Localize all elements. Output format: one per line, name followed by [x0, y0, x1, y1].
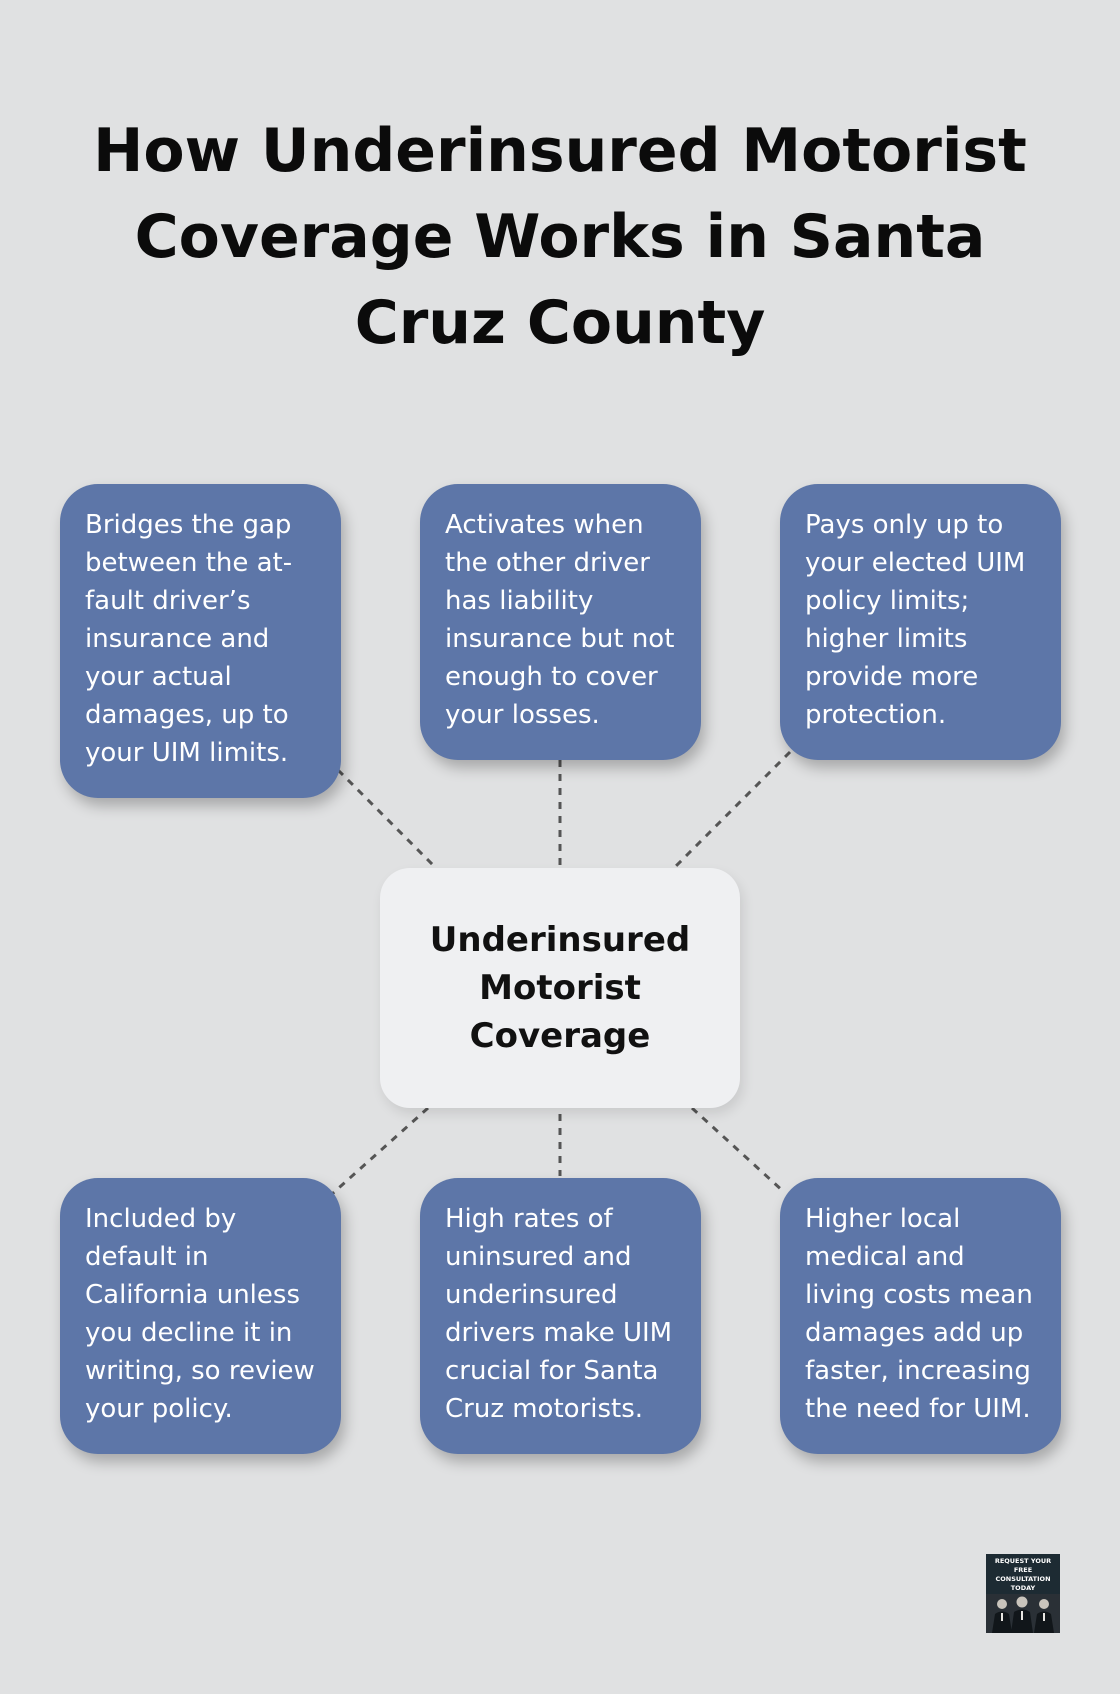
attorneys-photo-icon — [986, 1594, 1060, 1633]
consultation-badge[interactable]: REQUEST YOUR FREE CONSULTATION TODAY — [986, 1554, 1060, 1633]
connector-top-right — [674, 750, 792, 868]
info-box-text: Pays only up to your elected UIM policy … — [805, 510, 1026, 730]
connector-bottom-left — [330, 1106, 430, 1196]
info-box-bottom-left: Included by default in California unless… — [60, 1178, 341, 1454]
connector-bottom-right — [690, 1106, 786, 1194]
info-box-text: Higher local medical and living costs me… — [805, 1204, 1033, 1424]
info-box-top-left: Bridges the gap between the at-fault dri… — [60, 484, 341, 798]
consultation-badge-text: REQUEST YOUR FREE CONSULTATION TODAY — [994, 1557, 1052, 1592]
info-box-text: Included by default in California unless… — [85, 1204, 315, 1424]
info-box-bottom-center: High rates of uninsured and underinsured… — [420, 1178, 701, 1454]
info-box-text: High rates of uninsured and underinsured… — [445, 1204, 673, 1424]
info-box-text: Bridges the gap between the at-fault dri… — [85, 510, 293, 768]
info-box-top-right: Pays only up to your elected UIM policy … — [780, 484, 1061, 760]
page-title: How Underinsured Motorist Coverage Works… — [93, 116, 1027, 358]
center-node: Underinsured Motorist Coverage — [380, 868, 740, 1108]
info-box-top-center: Activates when the other driver has liab… — [420, 484, 701, 760]
center-node-label: Underinsured Motorist Coverage — [429, 920, 691, 1056]
info-box-text: Activates when the other driver has liab… — [445, 510, 675, 730]
info-box-bottom-right: Higher local medical and living costs me… — [780, 1178, 1061, 1454]
connector-top-left — [336, 768, 436, 868]
